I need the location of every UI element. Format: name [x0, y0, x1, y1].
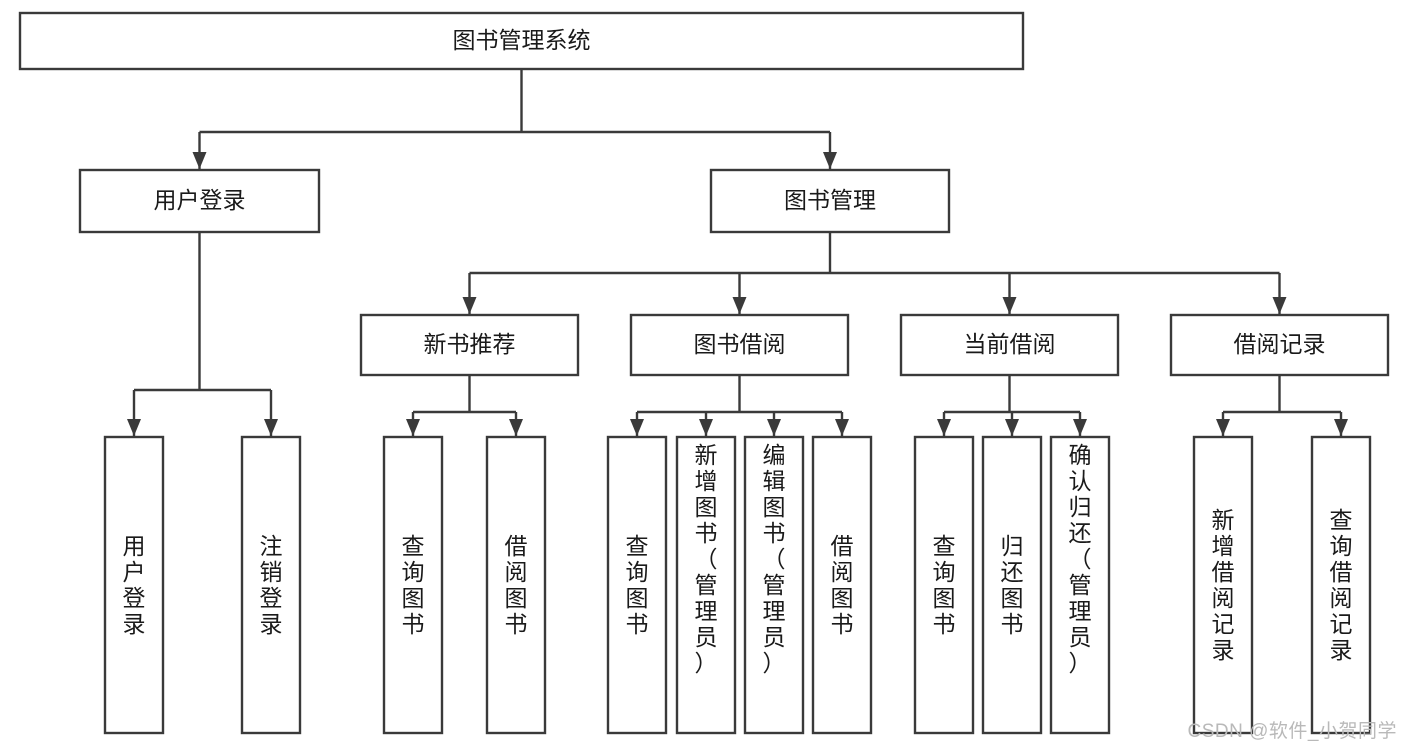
level1-node-layer: 用户登录 图书管理	[78, 168, 951, 234]
leaf-node-layer: 用户登录 注销登录 查询图书 借阅图书 查询图书 新增图书（管理员） 编辑图书（管理员） 借阅…	[103, 435, 1372, 735]
node-leaf-query-record[interactable]: 查询借阅记录	[1310, 435, 1372, 735]
node-box[interactable]	[78, 168, 321, 234]
node-leaf-query-book-2[interactable]: 查询图书	[606, 435, 668, 735]
node-box[interactable]	[1192, 435, 1254, 735]
node-box[interactable]	[675, 435, 737, 735]
node-leaf-add-record[interactable]: 新增借阅记录	[1192, 435, 1254, 735]
node-box[interactable]	[103, 435, 165, 735]
node-leaf-query-book-1[interactable]: 查询图书	[382, 435, 444, 735]
node-box[interactable]	[709, 168, 951, 234]
arrow-head-icon	[937, 419, 951, 436]
arrow-head-icon	[699, 419, 713, 436]
node-box[interactable]	[485, 435, 547, 735]
arrow-head-icon	[1216, 419, 1230, 436]
node-leaf-query-book-3[interactable]: 查询图书	[913, 435, 975, 735]
arrow-head-icon	[823, 152, 837, 169]
arrow-head-icon	[406, 419, 420, 436]
node-label: 查询借阅记录	[1330, 507, 1353, 663]
node-label: 当前借阅	[964, 331, 1056, 357]
arrow-head-icon	[835, 419, 849, 436]
node-book-manage[interactable]: 图书管理	[709, 168, 951, 234]
node-box[interactable]	[606, 435, 668, 735]
node-leaf-edit-book[interactable]: 编辑图书（管理员）	[743, 435, 805, 735]
node-new-book-recommend[interactable]: 新书推荐	[359, 313, 580, 377]
node-box[interactable]	[1310, 435, 1372, 735]
node-label: 查询图书	[933, 533, 956, 637]
node-label: 归还图书	[1001, 533, 1024, 637]
arrow-head-icon	[767, 419, 781, 436]
node-box[interactable]	[981, 435, 1043, 735]
node-borrow-record[interactable]: 借阅记录	[1169, 313, 1390, 377]
arrow-head-icon	[1334, 419, 1348, 436]
node-user-login[interactable]: 用户登录	[78, 168, 321, 234]
node-box[interactable]	[1049, 435, 1111, 735]
node-root-label: 图书管理系统	[453, 27, 591, 53]
node-box[interactable]	[913, 435, 975, 735]
node-leaf-confirm-return[interactable]: 确认归还（管理员）	[1049, 435, 1111, 735]
node-book-borrow[interactable]: 图书借阅	[629, 313, 850, 377]
node-label: 用户登录	[123, 533, 146, 637]
arrow-head-icon	[630, 419, 644, 436]
node-label: 确认归还（管理员）	[1069, 442, 1092, 676]
arrow-head-icon	[509, 419, 523, 436]
arrow-head-icon	[1272, 297, 1287, 314]
node-leaf-user-login[interactable]: 用户登录	[103, 435, 165, 735]
arrow-head-icon	[1073, 419, 1087, 436]
node-label: 新增借阅记录	[1212, 507, 1235, 663]
node-label: 查询图书	[626, 533, 649, 637]
node-box[interactable]	[382, 435, 444, 735]
arrow-head-icon	[264, 419, 278, 436]
node-label: 图书管理	[784, 187, 876, 213]
node-leaf-logout[interactable]: 注销登录	[240, 435, 302, 735]
node-label: 借阅记录	[1234, 331, 1326, 357]
node-leaf-borrow-book-2[interactable]: 借阅图书	[811, 435, 873, 735]
node-box[interactable]	[240, 435, 302, 735]
node-label: 新增图书（管理员）	[695, 442, 718, 676]
node-label: 用户登录	[154, 187, 246, 213]
node-current-borrow[interactable]: 当前借阅	[899, 313, 1120, 377]
node-box[interactable]	[811, 435, 873, 735]
node-label: 新书推荐	[424, 331, 516, 357]
node-label: 图书借阅	[694, 331, 786, 357]
node-box[interactable]	[359, 313, 580, 377]
arrow-head-icon	[732, 297, 747, 314]
node-label: 注销登录	[260, 533, 283, 637]
arrow-head-icon	[1005, 419, 1019, 436]
node-label: 借阅图书	[505, 533, 528, 637]
node-root-box[interactable]	[18, 11, 1025, 71]
node-label: 查询图书	[402, 533, 425, 637]
node-box[interactable]	[1169, 313, 1390, 377]
node-label: 编辑图书（管理员）	[763, 442, 786, 676]
arrow-head-icon	[127, 419, 141, 436]
arrow-head-icon	[462, 297, 477, 314]
node-box[interactable]	[629, 313, 850, 377]
node-leaf-borrow-book-1[interactable]: 借阅图书	[485, 435, 547, 735]
level2-node-layer: 新书推荐 图书借阅 当前借阅 借阅记录	[359, 313, 1390, 377]
root-node-layer: 图书管理系统	[18, 11, 1025, 71]
node-leaf-return-book[interactable]: 归还图书	[981, 435, 1043, 735]
node-box[interactable]	[899, 313, 1120, 377]
arrow-head-icon	[192, 152, 207, 169]
arrow-head-icon	[1002, 297, 1017, 314]
node-label: 借阅图书	[831, 533, 854, 637]
node-leaf-add-book[interactable]: 新增图书（管理员）	[675, 435, 737, 735]
connector-layer	[127, 69, 1348, 436]
node-box[interactable]	[743, 435, 805, 735]
